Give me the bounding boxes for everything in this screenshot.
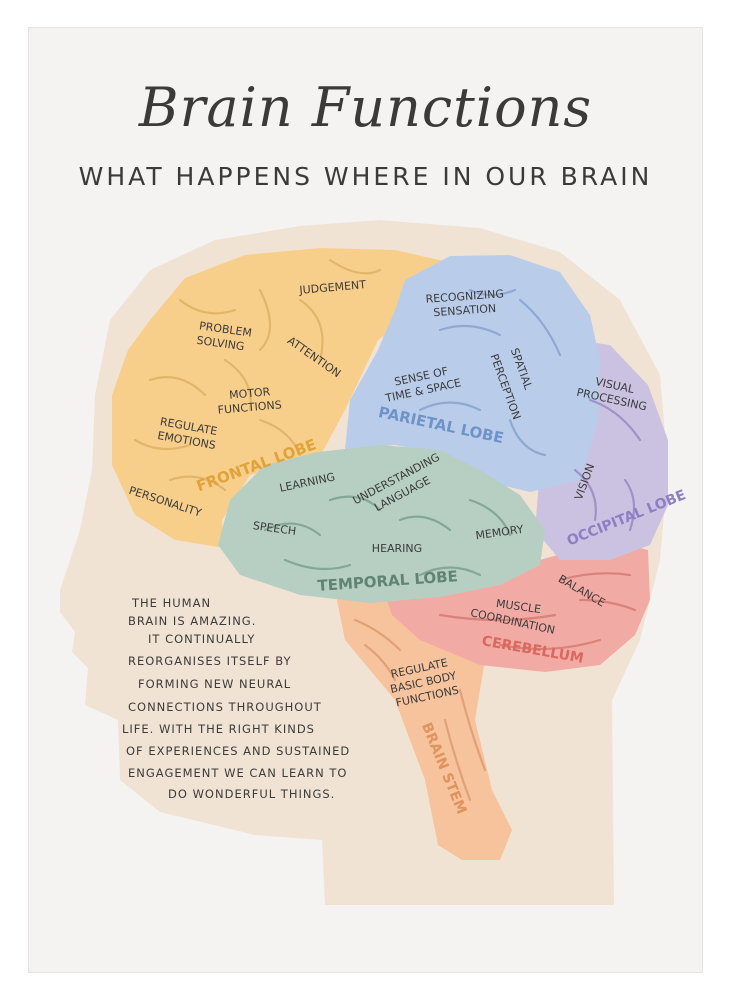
body-line: IT CONTINUALLY (148, 632, 255, 646)
body-paragraph: THE HUMAN BRAIN IS AMAZING. IT CONTINUAL… (122, 596, 350, 801)
label-functions: FUNCTIONS (217, 398, 282, 417)
body-line: CONNECTIONS THROUGHOUT (128, 700, 322, 714)
label-recognizing: RECOGNIZING (425, 287, 504, 305)
temporal-lobe-region (218, 445, 545, 603)
body-line: ENGAGEMENT WE CAN LEARN TO (128, 766, 347, 780)
body-line: REORGANISES ITSELF BY (128, 654, 292, 668)
body-line: DO WONDERFUL THINGS. (168, 787, 335, 801)
label-hearing: HEARING (372, 542, 422, 555)
brain-folds (133, 258, 642, 802)
label-sensation: SENSATION (433, 302, 497, 319)
poster-title: Brain Functions (138, 76, 593, 139)
label-speech: SPEECH (252, 519, 297, 538)
frontal-lobe-region (112, 248, 448, 548)
label-motor: MOTOR (229, 385, 272, 402)
body-line: FORMING NEW NEURAL (138, 677, 291, 691)
body-line: THE HUMAN (131, 596, 211, 610)
label-judgement: JUDGEMENT (298, 278, 367, 297)
cerebellum-region (385, 540, 650, 672)
label-muscle: MUSCLE (495, 597, 542, 616)
body-line: BRAIN IS AMAZING. (128, 614, 256, 628)
body-line: OF EXPERIENCES AND SUSTAINED (126, 744, 350, 758)
body-line: LIFE. WITH THE RIGHT KINDS (122, 722, 315, 736)
poster-subtitle: WHAT HAPPENS WHERE IN OUR BRAIN (78, 162, 653, 191)
